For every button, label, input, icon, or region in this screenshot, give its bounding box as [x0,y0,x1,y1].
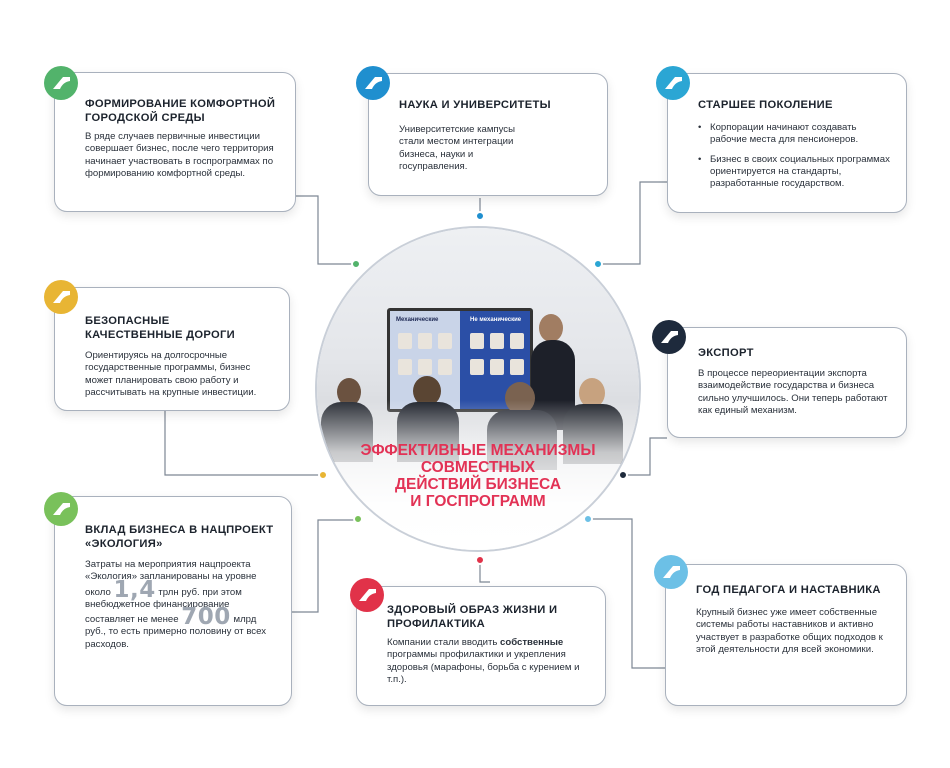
leaf-icon [654,555,688,589]
ecology-number-trillion: 1,4 [113,576,156,603]
ecology-number-billion: 700 [181,604,231,631]
leaf-icon [44,66,78,100]
card-science: Наука и университеты Университетские кам… [368,73,608,196]
card-title: Старшее поколение [698,99,833,111]
dot-comfort [351,259,361,269]
card-teacher-year: Год педагога и наставника Крупный бизнес… [665,564,907,706]
health-bold-word: собственные [500,637,564,648]
presentation-screen: Механические Не механические [387,308,533,412]
presenter [539,314,563,342]
leaf-icon [652,320,686,354]
leaf-icon [350,578,384,612]
center-title: Эффективные механизмы совместных действи… [360,442,596,510]
card-text: Университетские кампусы стали местом инт… [399,124,515,172]
card-text: Ориентируясь на долгосрочные государстве… [85,350,257,398]
card-export: Экспорт В процессе переориентации экспор… [667,327,907,438]
card-ecology: Вклад бизнеса в нацпроект «Экология» Зат… [54,496,292,706]
center-photo-circle: Механические Не механические Эффективные… [315,226,641,552]
card-safe-roads: Безопасные качественные дороги Ориентиру… [54,287,290,411]
card-title: Экспорт [698,347,754,359]
leaf-icon [656,66,690,100]
card-text: Затраты на мероприятия нацпроекта «Эколо… [85,559,279,651]
dot-export [618,470,628,480]
card-title: Вклад бизнеса в нацпроект «Экология» [85,524,274,550]
connector-health [479,560,490,583]
card-text: Компании стали вводить собственные прогр… [387,637,580,685]
card-title: Здоровый образ жизни и профилактика [387,604,558,630]
card-text: Крупный бизнес уже имеет собственные сис… [696,607,883,655]
screen-right-label: Не механические [470,317,522,323]
card-comfortable-city: Формирование комфортной городской среды … [54,72,296,212]
dot-roads [318,470,328,480]
leaf-icon [356,66,390,100]
leaf-icon [44,280,78,314]
connector-roads [164,410,323,476]
card-text: В процессе переориентации экспорта взаим… [698,368,888,416]
ecology-text-4: руб., то есть примерно половину от всех … [85,626,267,650]
dot-teacher [583,514,593,524]
dot-ecology [353,514,363,524]
card-title: Год педагога и наставника [696,584,881,596]
card-senior-generation: Старшее поколение Корпорации начинают со… [667,73,907,213]
card-title: Безопасные качественные дороги [85,315,236,341]
card-text: В ряде случаев первичные инвестиции сове… [85,131,274,179]
dot-science [475,211,485,221]
dot-health [475,555,485,565]
dot-senior [593,259,603,269]
leaf-icon [44,492,78,526]
ecology-text-1: Затраты на мероприятия нацпроекта «Эколо… [85,559,257,583]
ecology-about: около [85,586,111,598]
bullet-item: Корпорации начинают создавать рабочие ме… [698,122,894,147]
ecology-text-3: составляет не менее [85,614,179,626]
ecology-text-2: трлн руб. при этом внебюджетное финансир… [85,586,242,610]
ecology-unit: млрд [233,614,257,626]
bullet-item: Бизнес в своих социальных программах ори… [698,154,894,191]
screen-left-label: Механические [396,317,439,323]
card-title: Наука и университеты [399,99,551,111]
card-healthy-lifestyle: Здоровый образ жизни и профилактика Комп… [356,586,606,706]
card-bullets: Корпорации начинают создавать рабочие ме… [698,122,894,197]
card-title: Формирование комфортной городской среды [85,98,276,124]
